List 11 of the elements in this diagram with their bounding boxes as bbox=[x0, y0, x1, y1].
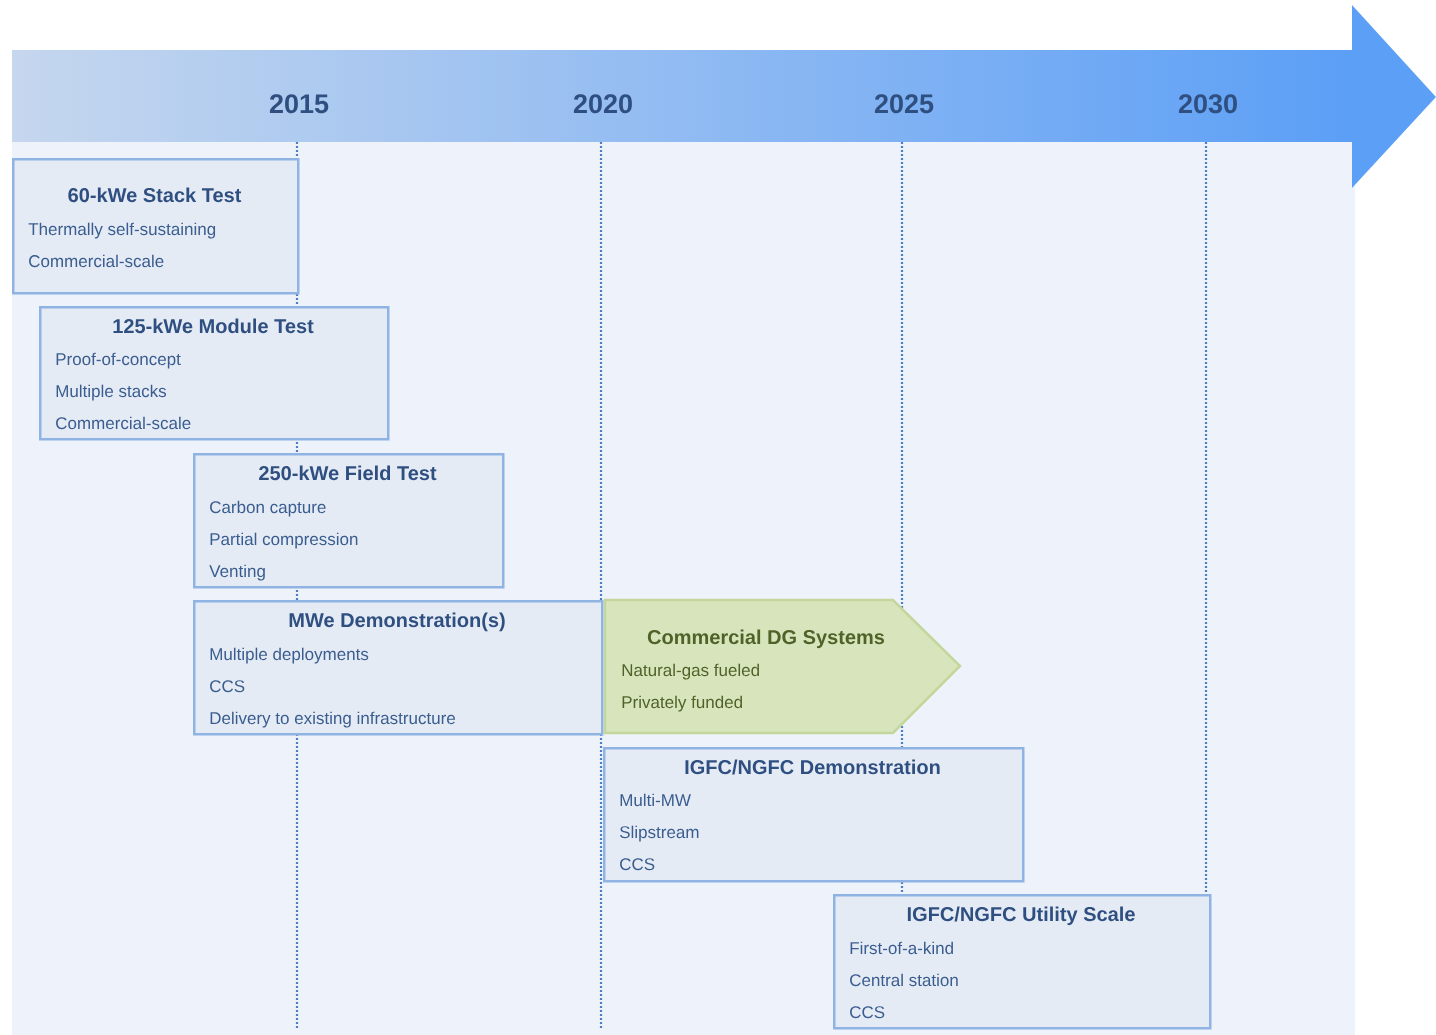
year-label: 2030 bbox=[1178, 94, 1237, 114]
milestone-box: MWe Demonstration(s) Multiple deployments CCS Delivery to existing infrastructure bbox=[193, 600, 604, 736]
milestone-banner: Commercial DG Systems Natural-gas fueled Privately funded bbox=[603, 598, 962, 735]
year-label: 2025 bbox=[874, 94, 934, 114]
milestone-box: 250-kWe Field Test Carbon capture Partial compression Venting bbox=[193, 453, 505, 589]
milestone-box: 125-kWe Module Test Proof-of-concept Multiple stacks Commercial-scale bbox=[39, 306, 390, 441]
milestone-box: 60-kWe Stack Test Thermally self-sustaining Commercial-scale bbox=[12, 158, 300, 295]
year-label: 2015 bbox=[269, 94, 329, 114]
milestone-box: IGFC/NGFC Demonstration Multi-MW Slipstream CCS bbox=[603, 747, 1025, 883]
milestone-box: IGFC/NGFC Utility Scale First-of-a-kind Central station CCS bbox=[833, 894, 1212, 1030]
year-label: 2020 bbox=[573, 94, 632, 114]
